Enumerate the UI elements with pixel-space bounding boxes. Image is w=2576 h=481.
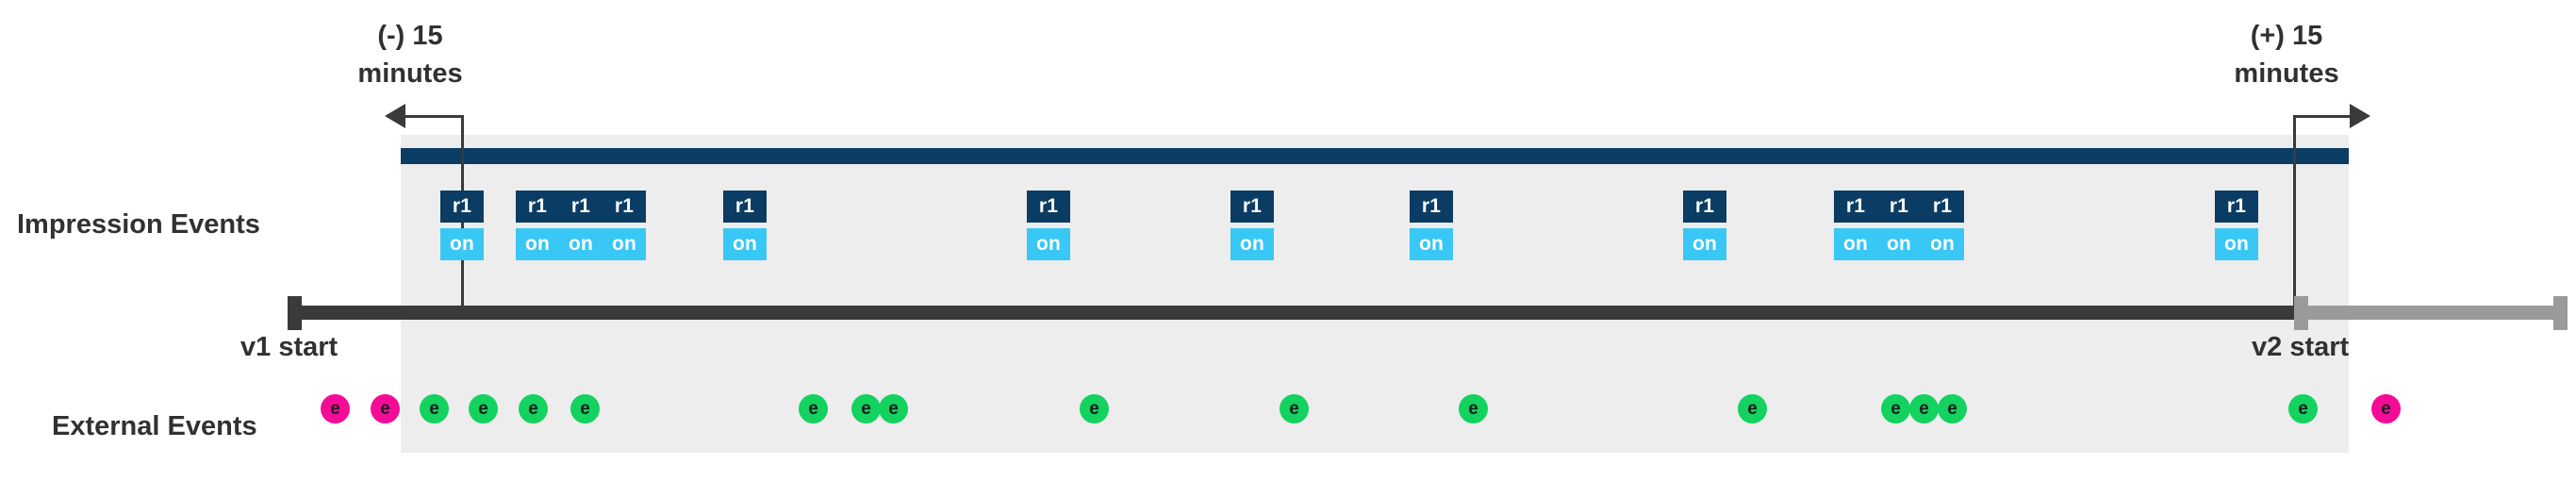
attribution-window-panel (401, 135, 2349, 453)
impression-event-11[interactable]: r1 on (1921, 191, 1964, 260)
impression-event-7[interactable]: r1 on (1410, 191, 1453, 260)
impression-event-9[interactable]: r1 on (1834, 191, 1877, 260)
external-event-dot-3[interactable]: e (469, 394, 498, 423)
external-event-dot-1[interactable]: e (371, 394, 400, 423)
axis-label-v2-start: v2 start (2252, 332, 2350, 362)
version-bar (401, 148, 2349, 164)
impression-event-4[interactable]: r1 on (723, 191, 767, 260)
impression-state-badge: on (1877, 228, 1921, 260)
callout-left-elbow (400, 115, 464, 118)
external-event-dot-9[interactable]: e (1080, 394, 1109, 423)
impression-state-badge: on (1683, 228, 1726, 260)
impression-state-badge: on (559, 228, 603, 260)
axis-segment-v2 (2294, 306, 2568, 320)
axis-cap-v1-start (288, 296, 302, 330)
external-event-dot-15[interactable]: e (1938, 394, 1967, 423)
impression-event-5[interactable]: r1 on (1027, 191, 1070, 260)
impression-state-badge: on (1410, 228, 1453, 260)
impression-request-badge: r1 (1921, 191, 1964, 223)
axis-cap-v2-start (2294, 296, 2308, 330)
impression-state-badge: on (723, 228, 767, 260)
impression-request-badge: r1 (1877, 191, 1921, 223)
impression-event-2[interactable]: r1 on (559, 191, 603, 260)
external-event-dot-11[interactable]: e (1459, 394, 1488, 423)
impression-state-badge: on (516, 228, 559, 260)
external-event-dot-7[interactable]: e (851, 394, 881, 423)
impression-state-badge: on (440, 228, 484, 260)
external-event-dot-17[interactable]: e (2371, 394, 2401, 423)
impression-request-badge: r1 (603, 191, 646, 223)
impression-event-3[interactable]: r1 on (603, 191, 646, 260)
callout-right-dropline (2293, 115, 2296, 311)
axis-segment-v1 (288, 306, 2294, 320)
external-event-dot-12[interactable]: e (1738, 394, 1767, 423)
impression-request-badge: r1 (1230, 191, 1274, 223)
impression-state-badge: on (1230, 228, 1274, 260)
impression-event-12[interactable]: r1 on (2215, 191, 2258, 260)
external-event-dot-10[interactable]: e (1280, 394, 1309, 423)
external-event-dot-8[interactable]: e (879, 394, 908, 423)
external-event-dot-5[interactable]: e (570, 394, 600, 423)
impression-request-badge: r1 (559, 191, 603, 223)
arrow-right-icon (2350, 104, 2370, 128)
axis-cap-v2-end (2553, 296, 2568, 330)
arrow-left-icon (385, 104, 405, 128)
impression-request-badge: r1 (723, 191, 767, 223)
impression-request-badge: r1 (2215, 191, 2258, 223)
external-event-dot-2[interactable]: e (420, 394, 449, 423)
external-event-dot-13[interactable]: e (1881, 394, 1910, 423)
impression-request-badge: r1 (1683, 191, 1726, 223)
impression-state-badge: on (1834, 228, 1877, 260)
impression-event-0[interactable]: r1 on (440, 191, 484, 260)
impression-event-8[interactable]: r1 on (1683, 191, 1726, 260)
external-event-dot-16[interactable]: e (2288, 394, 2318, 423)
impression-state-badge: on (2215, 228, 2258, 260)
impression-request-badge: r1 (516, 191, 559, 223)
axis-label-v1-start: v1 start (240, 332, 339, 362)
callout-minus-15-minutes: (-) 15 minutes (357, 21, 463, 90)
impression-state-badge: on (1921, 228, 1964, 260)
impression-state-badge: on (603, 228, 646, 260)
impression-event-6[interactable]: r1 on (1230, 191, 1274, 260)
callout-plus-15-minutes: (+) 15 minutes (2234, 21, 2339, 90)
impression-event-1[interactable]: r1 on (516, 191, 559, 260)
callout-right-elbow (2293, 115, 2357, 118)
external-event-dot-0[interactable]: e (321, 394, 350, 423)
impression-request-badge: r1 (1834, 191, 1877, 223)
impression-request-badge: r1 (440, 191, 484, 223)
external-event-dot-6[interactable]: e (799, 394, 828, 423)
impression-event-10[interactable]: r1 on (1877, 191, 1921, 260)
impression-request-badge: r1 (1410, 191, 1453, 223)
external-event-dot-4[interactable]: e (519, 394, 548, 423)
impression-request-badge: r1 (1027, 191, 1070, 223)
impression-state-badge: on (1027, 228, 1070, 260)
external-event-dot-14[interactable]: e (1909, 394, 1939, 423)
